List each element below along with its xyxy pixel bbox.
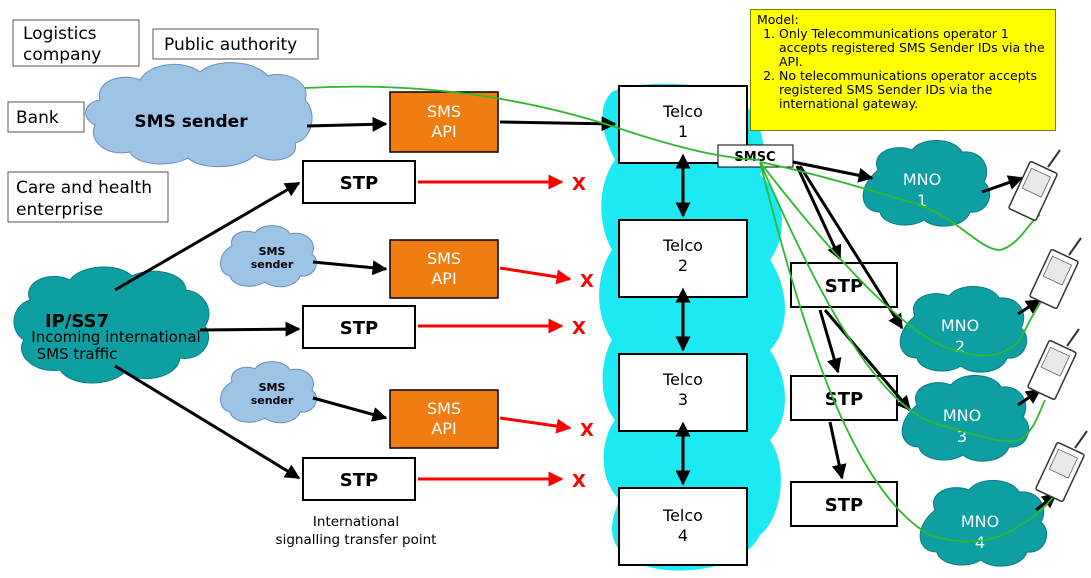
svg-text:4: 4	[975, 533, 985, 552]
model-note-box: Model: Only Telecommunications operator …	[750, 9, 1056, 131]
svg-text:International: International	[313, 514, 399, 530]
svg-text:API: API	[431, 419, 456, 438]
svg-text:STP: STP	[340, 318, 378, 339]
svg-text:MNO: MNO	[941, 316, 979, 335]
care-health-enterprise-box: Care and health enterprise	[7, 171, 169, 223]
mno-cloud-1: MNO 1	[862, 139, 991, 227]
svg-text:Bank: Bank	[16, 108, 59, 128]
svg-text:Telco: Telco	[662, 370, 703, 389]
smsc-box: SMSC	[717, 144, 794, 168]
blocked-x-marks: X X X X X	[572, 174, 594, 492]
svg-text:X: X	[580, 271, 594, 292]
blocked-arrows	[418, 174, 572, 487]
svg-text:STP: STP	[825, 389, 863, 410]
svg-text:sender: sender	[251, 258, 294, 271]
model-note-item-1: Only Telecommunications operator 1 accep…	[779, 27, 1049, 69]
mno-cloud-4: MNO 4	[919, 479, 1048, 567]
svg-text:STP: STP	[340, 173, 378, 194]
svg-text:Telco: Telco	[662, 102, 703, 121]
sms-api-box-3: SMS API	[389, 389, 499, 449]
svg-text:API: API	[431, 269, 456, 288]
stp-box-right-3: STP	[790, 481, 898, 527]
bank-box: Bank	[7, 101, 85, 133]
svg-text:IP/SS7: IP/SS7	[45, 311, 109, 332]
traffic-arrows	[114, 116, 617, 480]
svg-text:1: 1	[917, 191, 927, 210]
svg-text:SMS: SMS	[427, 399, 461, 418]
model-note-item-2: No telecommunications operator accepts r…	[779, 69, 1049, 111]
telco-box-2: Telco 2	[618, 219, 748, 298]
svg-text:Public authority: Public authority	[164, 35, 297, 55]
phone-icon-4	[1035, 430, 1088, 502]
svg-text:SMS: SMS	[259, 381, 286, 394]
green-routes	[304, 85, 1056, 543]
mno-cloud-3: MNO 3	[901, 374, 1030, 462]
sms-api-box-2: SMS API	[389, 239, 499, 299]
svg-text:3: 3	[678, 390, 688, 409]
svg-text:1: 1	[678, 122, 688, 141]
telco-box-3: Telco 3	[618, 353, 748, 432]
svg-text:X: X	[572, 318, 586, 339]
svg-text:Telco: Telco	[662, 506, 703, 525]
sms-api-box-1: SMS API	[389, 91, 499, 153]
stp-caption: International signalling transfer point	[276, 514, 437, 548]
model-note-list: Only Telecommunications operator 1 accep…	[757, 27, 1049, 111]
stp-box-left-1: STP	[302, 160, 416, 204]
svg-text:STP: STP	[825, 276, 863, 297]
model-note-title: Model:	[757, 12, 799, 27]
phone-icon-3	[1027, 328, 1080, 400]
ip-ss7-cloud: IP/SS7 Incoming international SMS traffi…	[13, 266, 210, 384]
svg-text:API: API	[431, 122, 456, 141]
svg-text:STP: STP	[340, 470, 378, 491]
svg-text:SMS: SMS	[427, 249, 461, 268]
phone-icon-2	[1029, 237, 1082, 309]
svg-text:SMS traffic: SMS traffic	[37, 345, 118, 363]
svg-text:2: 2	[955, 337, 965, 356]
svg-text:STP: STP	[825, 495, 863, 516]
svg-text:MNO: MNO	[903, 170, 941, 189]
svg-text:company: company	[23, 45, 101, 65]
svg-text:SMS: SMS	[427, 102, 461, 121]
svg-text:Care and health: Care and health	[16, 178, 152, 198]
sms-sender-cloud-small-2: SMS sender	[220, 361, 317, 424]
svg-text:2: 2	[678, 256, 688, 275]
svg-text:signalling transfer point: signalling transfer point	[276, 532, 437, 548]
svg-text:SMS: SMS	[259, 245, 286, 258]
stp-box-left-3: STP	[302, 457, 416, 501]
svg-text:MNO: MNO	[961, 512, 999, 531]
svg-text:X: X	[572, 174, 586, 195]
public-authority-box: Public authority	[152, 28, 319, 60]
svg-text:3: 3	[957, 427, 967, 446]
svg-text:SMSC: SMSC	[734, 150, 775, 165]
svg-text:Logistics: Logistics	[23, 24, 97, 44]
delivery-arrows	[792, 160, 1058, 512]
mno-cloud-2: MNO 2	[899, 285, 1028, 373]
logistics-company-box: Logistics company	[12, 19, 140, 67]
svg-text:Incoming international: Incoming international	[31, 328, 200, 346]
svg-text:Telco: Telco	[662, 236, 703, 255]
phone-icon-1	[1008, 149, 1061, 221]
svg-text:SMS sender: SMS sender	[134, 112, 248, 132]
sms-sender-cloud: SMS sender	[85, 62, 313, 168]
stp-box-left-2: STP	[302, 305, 416, 349]
svg-text:4: 4	[678, 526, 688, 545]
telco-network-cloud	[599, 83, 785, 571]
stp-box-right-2: STP	[790, 375, 898, 421]
svg-text:X: X	[572, 471, 586, 492]
telco-box-4: Telco 4	[618, 487, 748, 566]
sms-sender-cloud-small-1: SMS sender	[220, 225, 317, 288]
svg-text:MNO: MNO	[943, 406, 981, 425]
svg-text:enterprise: enterprise	[16, 200, 103, 220]
svg-text:sender: sender	[251, 394, 294, 407]
svg-text:X: X	[580, 420, 594, 441]
